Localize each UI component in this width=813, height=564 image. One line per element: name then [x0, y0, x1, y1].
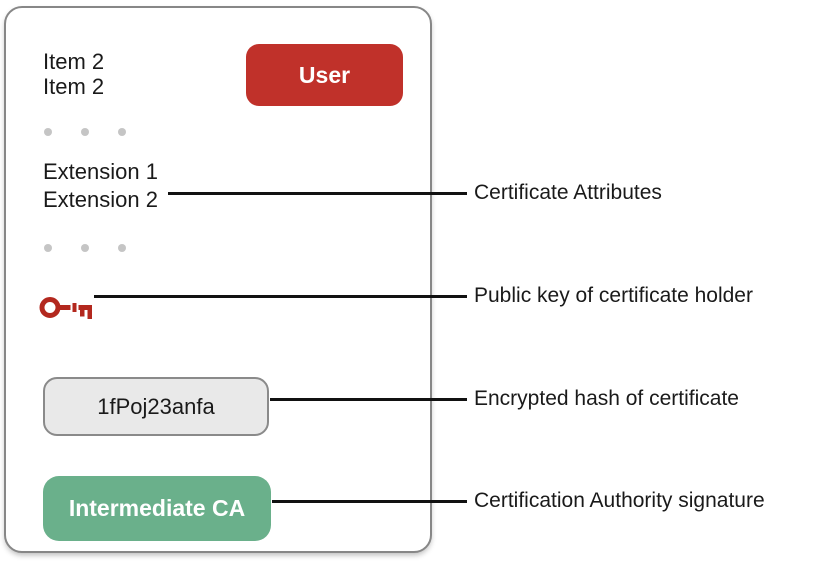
- callout-encrypted-hash: Encrypted hash of certificate: [474, 387, 739, 410]
- connector-line-ca-signature: [272, 500, 467, 503]
- callout-ca-signature: Certification Authority signature: [474, 489, 765, 512]
- callout-certificate-attributes: Certificate Attributes: [474, 181, 662, 204]
- key-icon: [39, 297, 92, 319]
- dot-icon: [81, 244, 89, 252]
- encrypted-hash-box: 1fPoj23anfa: [43, 377, 269, 436]
- dot-icon: [44, 128, 52, 136]
- ellipsis-dots-icon: [44, 128, 126, 136]
- certificate-card: Item 2 Item 2 User Extension 1 Extension…: [4, 6, 432, 553]
- certificate-items: Item 2 Item 2: [43, 49, 104, 99]
- user-badge: User: [246, 44, 403, 106]
- ellipsis-dots-icon: [44, 244, 126, 252]
- callout-public-key: Public key of certificate holder: [474, 284, 753, 307]
- intermediate-ca-badge: Intermediate CA: [43, 476, 271, 541]
- dot-icon: [118, 128, 126, 136]
- extension-line: Extension 1: [43, 159, 158, 184]
- dot-icon: [118, 244, 126, 252]
- dot-icon: [44, 244, 52, 252]
- connector-line-certificate-attributes: [168, 192, 467, 195]
- connector-line-encrypted-hash: [270, 398, 467, 401]
- item-line: Item 2: [43, 74, 105, 99]
- certificate-extensions: Extension 1 Extension 2: [43, 158, 158, 214]
- item-line: Item 2: [43, 49, 105, 74]
- extension-line: Extension 2: [43, 187, 158, 212]
- dot-icon: [81, 128, 89, 136]
- connector-line-public-key: [94, 295, 467, 298]
